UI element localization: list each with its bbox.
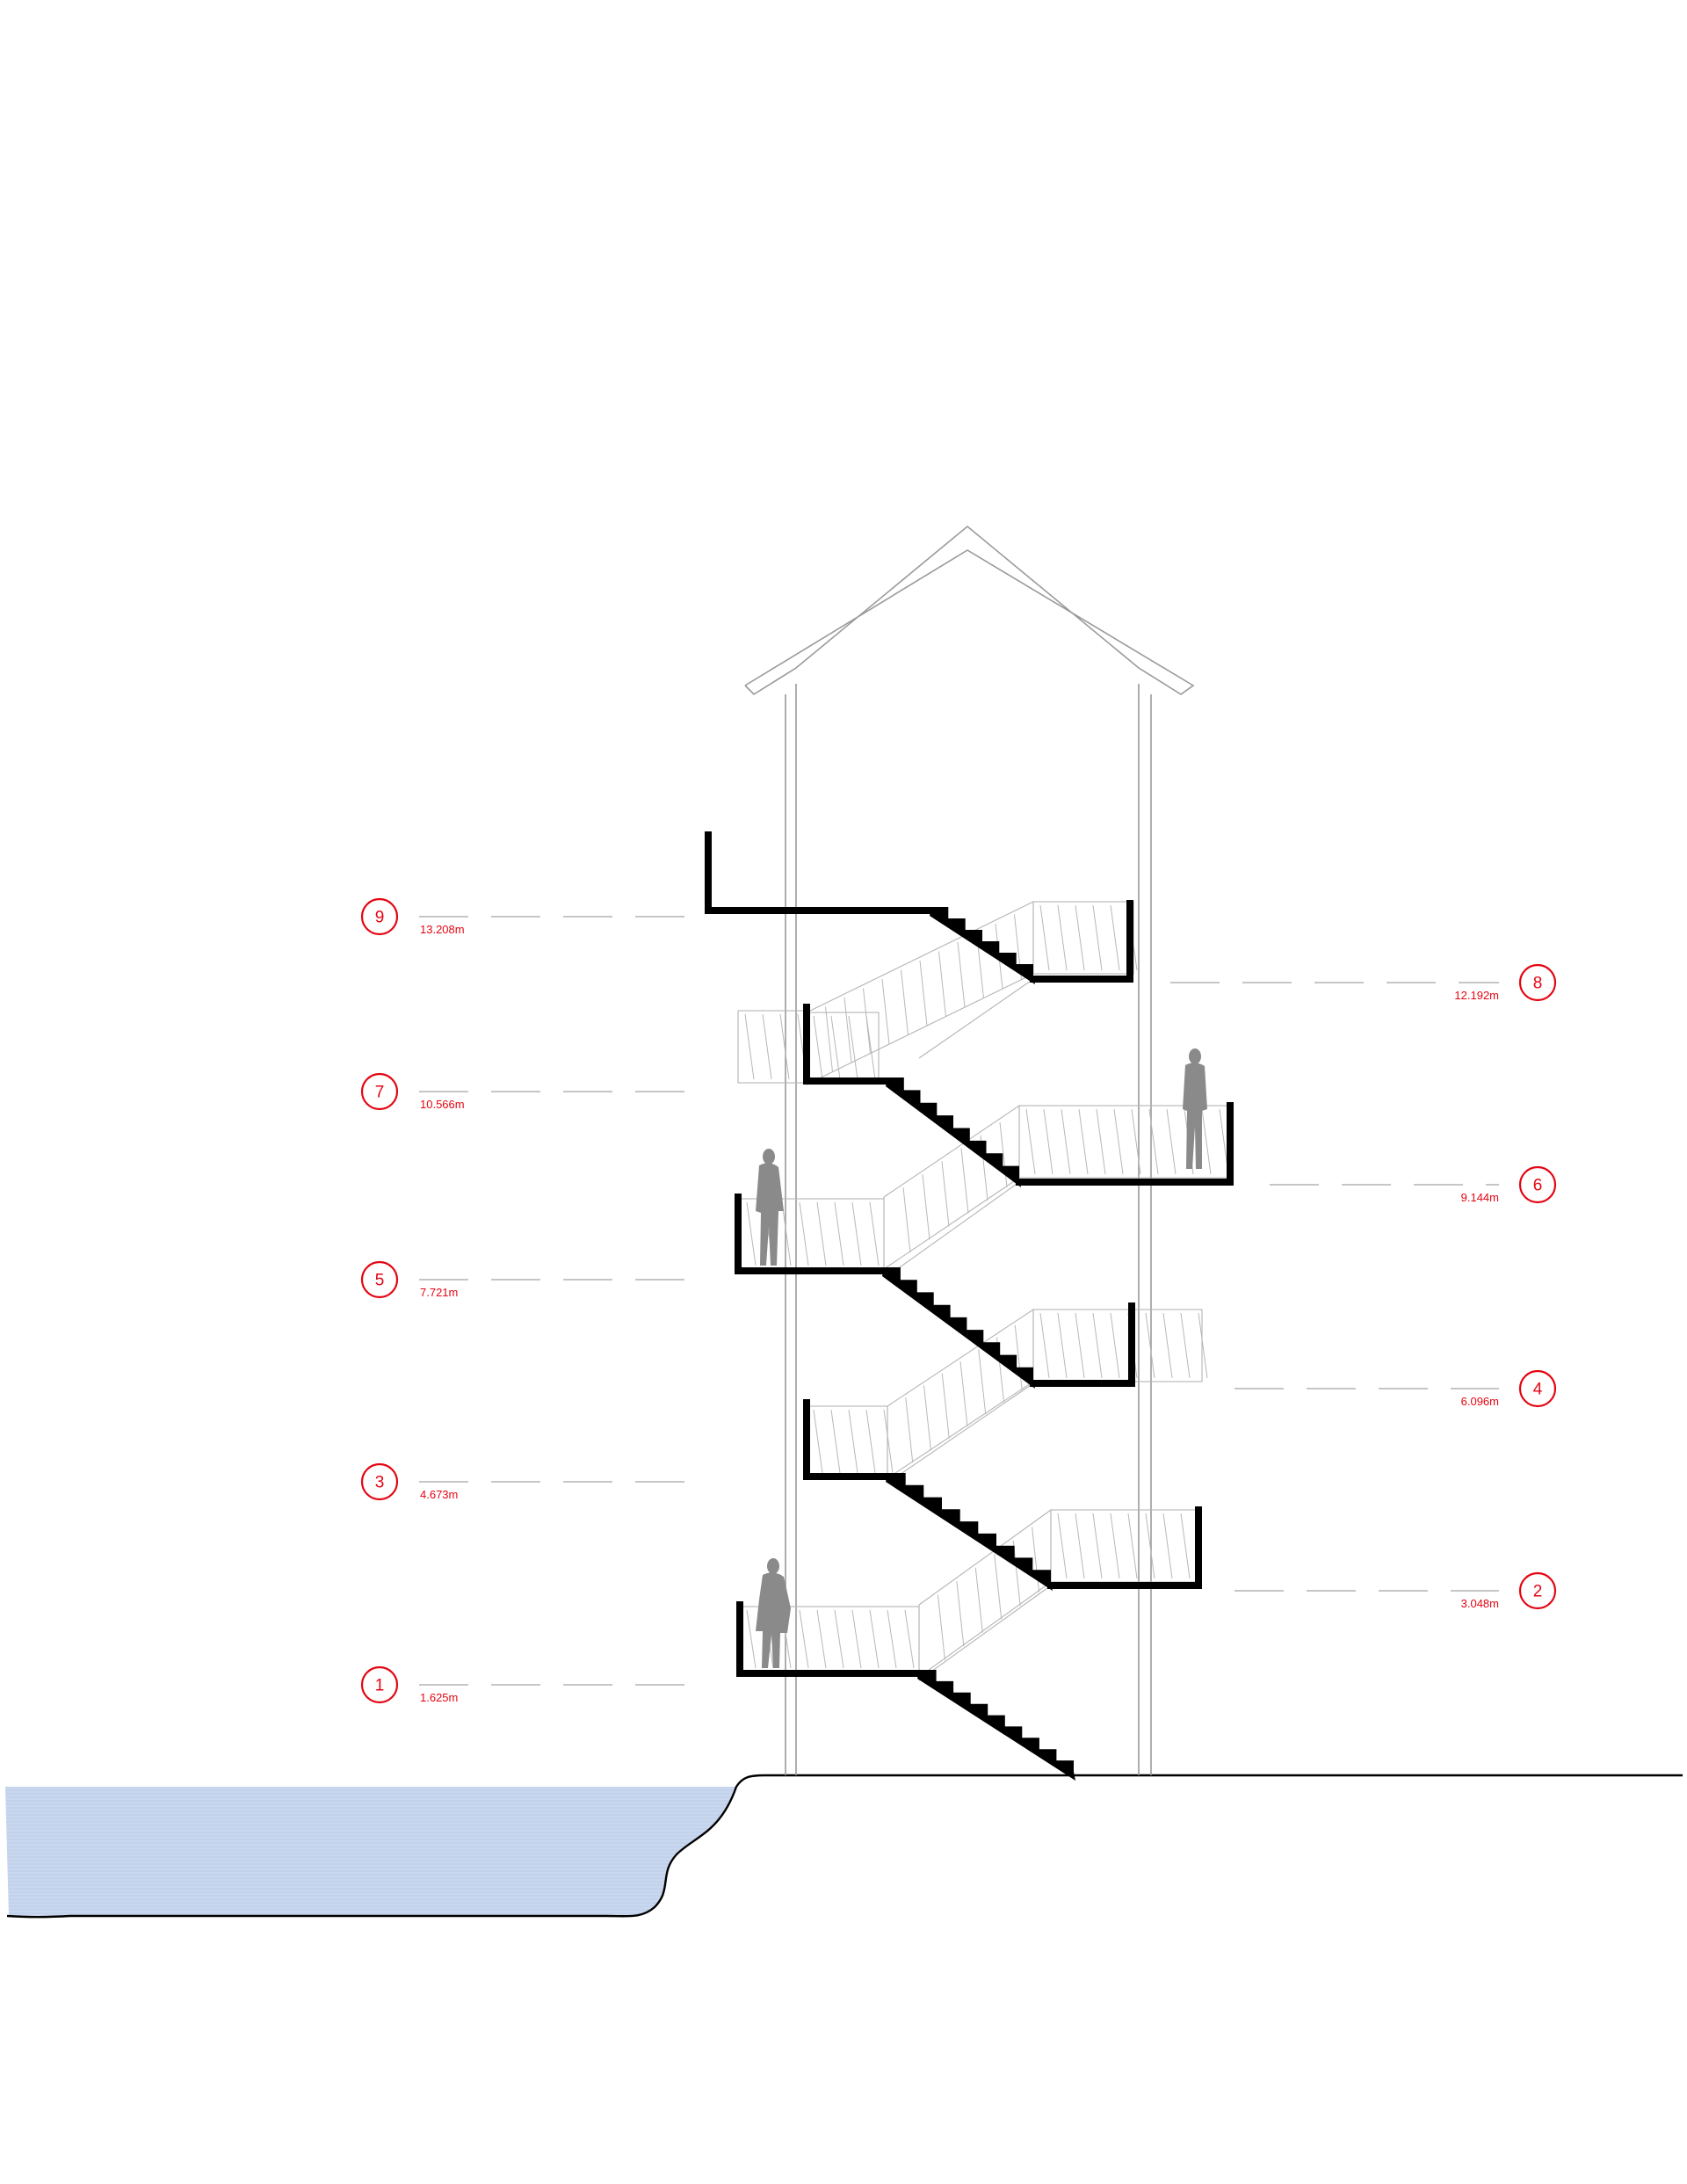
- shoreline: [6, 1774, 1683, 1919]
- railing-landing-3: [806, 1405, 894, 1477]
- level-circle: [360, 1462, 399, 1501]
- level-elevation: 9.144m: [1461, 1191, 1499, 1204]
- level-circle: [360, 897, 399, 936]
- level-number: 8: [1533, 975, 1543, 993]
- level-circle: [1518, 1571, 1557, 1610]
- person-figure-level-5: [756, 1149, 784, 1266]
- level-elevation: 7.721m: [420, 1286, 458, 1299]
- level-marker-1: 1 1.625m: [360, 1665, 703, 1704]
- level-circle: [360, 1072, 399, 1111]
- level-number: 4: [1533, 1381, 1543, 1399]
- level-circle: [360, 1665, 399, 1704]
- level-marker-3: 3 4.673m: [360, 1462, 703, 1501]
- railing-landing-2: [1050, 1509, 1199, 1583]
- level-marker-7: 7 10.566m: [360, 1072, 703, 1111]
- railing-landing-8: [1032, 901, 1138, 975]
- level-marker-6: 6 9.144m: [1270, 1165, 1557, 1204]
- level-circle: [1518, 963, 1557, 1002]
- level-marker-4: 4 6.096m: [1234, 1369, 1557, 1408]
- stair-flight-3-2: [886, 1473, 1053, 1591]
- stair-flight-9-8: [930, 907, 1035, 984]
- level-elevation: 1.625m: [420, 1691, 458, 1704]
- level-marker-5: 5 7.721m: [360, 1260, 703, 1299]
- level-circle: [1518, 1369, 1557, 1408]
- level-number: 6: [1533, 1177, 1543, 1195]
- level-circle: [360, 1260, 399, 1299]
- level-elevation: 12.192m: [1454, 989, 1499, 1002]
- stair-flights: [882, 907, 1075, 1781]
- level-number: 3: [375, 1474, 385, 1492]
- stair-flight-1-ground: [917, 1670, 1075, 1781]
- level-marker-8: 8 12.192m: [1170, 963, 1557, 1002]
- railing-landing-4: [1032, 1309, 1208, 1382]
- level-annotations: 1 1.625m 2 3.048m 3 4.673m 4 6.096m 5 7.721m 6 9.14…: [360, 897, 1557, 1704]
- water-body: [5, 1787, 736, 1917]
- railing-flight-3-4: [887, 1308, 1034, 1480]
- level-marker-2: 2 3.048m: [1234, 1571, 1557, 1610]
- roof: [744, 525, 1195, 696]
- level-elevation: 13.208m: [420, 923, 465, 936]
- stair-flight-5-4: [882, 1267, 1035, 1389]
- level-circle: [1518, 1165, 1557, 1204]
- level-marker-9: 9 13.208m: [360, 897, 703, 936]
- level-elevation: 4.673m: [420, 1488, 458, 1501]
- person-figure-level-1: [756, 1558, 791, 1668]
- level-elevation: 10.566m: [420, 1098, 465, 1111]
- person-figure-level-6: [1183, 1048, 1207, 1169]
- level-number: 5: [375, 1272, 385, 1290]
- railing-landing-7: [806, 1012, 880, 1084]
- level-elevation: 6.096m: [1461, 1395, 1499, 1408]
- level-number: 1: [375, 1677, 385, 1695]
- level-number: 7: [375, 1084, 385, 1102]
- stair-structure: [705, 831, 1234, 1677]
- level-elevation: 3.048m: [1461, 1597, 1499, 1610]
- stair-flight-7-6: [886, 1077, 1021, 1187]
- tower-columns: [785, 684, 1152, 1775]
- railing-hatching: [737, 901, 1231, 1681]
- level-number: 9: [375, 909, 385, 927]
- level-number: 2: [1533, 1583, 1543, 1601]
